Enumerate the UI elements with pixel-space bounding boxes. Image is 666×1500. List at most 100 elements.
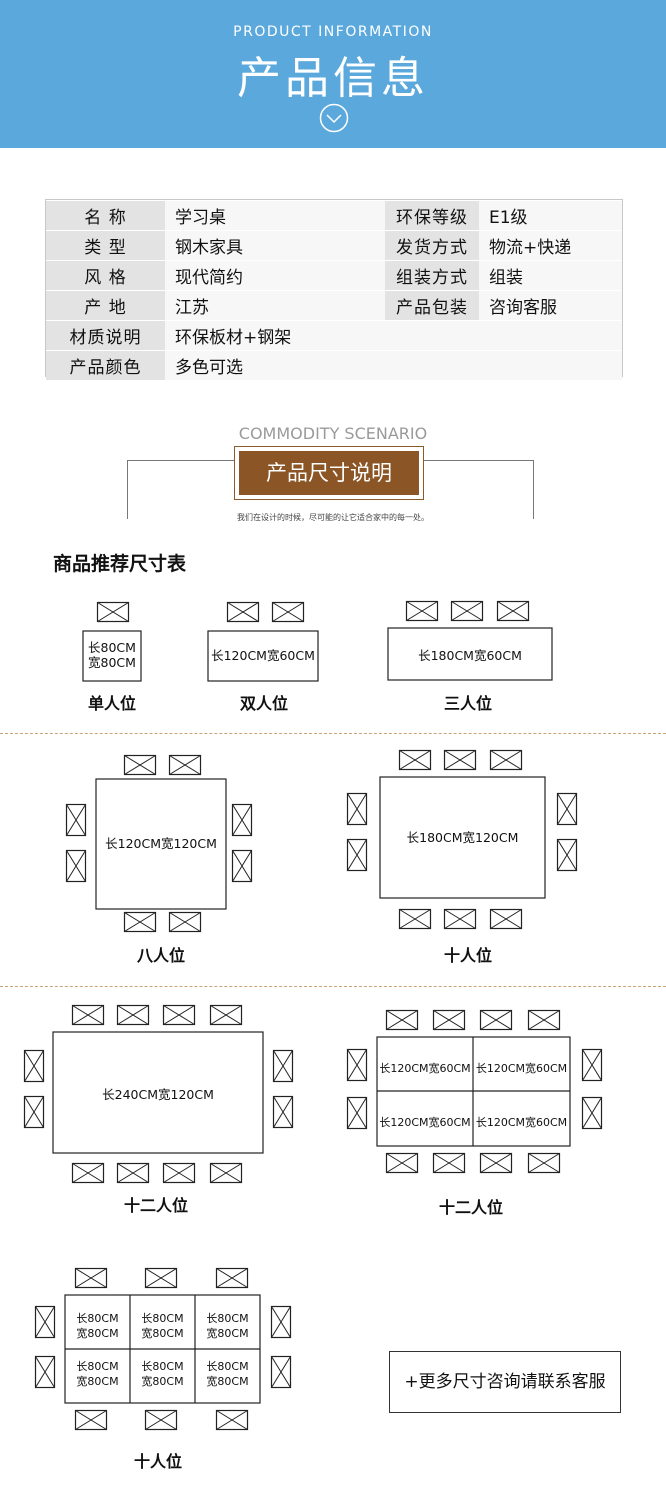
layout-caption: 十人位 [133,1452,182,1471]
chair-box-icon [215,1267,249,1289]
chair-box-icon [346,1096,368,1130]
chair-box-icon [398,749,432,771]
layout-caption: 十二人位 [123,1196,188,1215]
table-outline [95,778,227,910]
size-chart-title: 商品推荐尺寸表 [53,553,187,575]
chair-box-icon [123,754,157,776]
chair-box-icon [34,1305,56,1339]
chair-box-icon [479,1009,513,1031]
scenario-subtitle: 我们在设计的时候，尽可能的让它适合家中的每一处。 [215,512,451,523]
info-value: 环保板材+钢架 [165,320,622,351]
info-label: 风 格 [46,260,165,291]
scenario-cn-title: 产品尺寸说明 [239,451,419,495]
table-row: 产品颜色 多色可选 [46,350,622,380]
chair-box-icon [489,749,523,771]
chair-box-icon [71,1162,105,1184]
banner-cn-title: 产品信息 [237,53,429,104]
chair-box-icon [74,1409,108,1431]
info-label: 发货方式 [385,230,479,261]
table-size-label: 长180CM宽120CM [406,830,519,845]
chair-box-icon [23,1049,45,1083]
chair-box-icon [144,1267,178,1289]
info-label: 产 地 [46,290,165,321]
chair-box-icon [226,601,260,623]
table-row: 材质说明 环保板材+钢架 [46,320,622,351]
info-value: 物流+快递 [479,230,622,261]
chair-box-icon [556,838,578,872]
chair-box-icon [489,908,523,930]
table-size-label: 长180CM宽60CM [418,648,522,663]
chair-box-icon [527,1009,561,1031]
banner-en-title: PRODUCT INFORMATION [233,24,433,40]
table-row: 风 格 现代简约 组装方式 组装 [46,260,622,291]
chair-box-icon [215,1409,249,1431]
chair-box-icon [432,1152,466,1174]
chair-box-icon [385,1152,419,1174]
table-outline [387,627,553,681]
table-size-label: 长120CM宽120CM [105,836,217,851]
section-divider [0,733,666,734]
chair-box-icon [270,1305,292,1339]
table-size-label: 长120CM宽60CM [475,1116,568,1129]
chair-box-icon [432,1009,466,1031]
info-value: E1级 [479,200,622,231]
info-value: 多色可选 [165,350,622,380]
chair-box-icon [168,911,202,933]
section-divider [0,986,666,987]
chair-box-icon [231,849,253,883]
info-label: 产品包装 [385,290,479,321]
chair-box-icon [443,749,477,771]
chair-box-icon [116,1162,150,1184]
more-sizes-note: +更多尺寸咨询请联系客服 [389,1351,621,1413]
chair-box-icon [385,1009,419,1031]
info-label: 组装方式 [385,260,479,291]
table-outline [82,630,142,682]
table-row: 产 地 江苏 产品包装 咨询客服 [46,290,622,321]
table-outline [379,776,546,899]
chair-box-icon [479,1152,513,1174]
chair-box-icon [405,600,439,622]
table-size-label: 长120CM宽60CM [379,1116,471,1129]
chair-box-icon [123,911,157,933]
chair-box-icon [231,803,253,837]
info-value: 咨询客服 [479,290,622,321]
table-size-label: 长120CM宽60CM [379,1062,471,1075]
chair-box-icon [65,849,87,883]
scenario-title-box: 产品尺寸说明 [234,446,424,500]
info-label: 名 称 [46,200,165,231]
layout-caption: 单人位 [87,694,136,713]
info-value: 现代简约 [165,260,385,291]
chair-box-icon [23,1095,45,1129]
chair-box-icon [209,1162,243,1184]
chair-box-icon [271,601,305,623]
table-row: 类 型 钢木家具 发货方式 物流+快递 [46,230,622,261]
chair-box-icon [65,803,87,837]
chair-box-icon [209,1004,243,1026]
chair-box-icon [450,600,484,622]
chair-box-icon [556,792,578,826]
chair-box-icon [96,601,130,623]
chair-box-icon [496,600,530,622]
table-size-label: 长120CM宽60CM [211,648,315,663]
info-value: 组装 [479,260,622,291]
layout-caption: 三人位 [443,694,492,713]
chair-box-icon [270,1355,292,1389]
layout-caption: 十人位 [443,946,492,965]
info-value: 学习桌 [165,200,385,231]
chair-box-icon [527,1152,561,1174]
info-label: 产品颜色 [46,350,165,380]
info-label: 类 型 [46,230,165,261]
info-label: 环保等级 [385,200,479,231]
chair-box-icon [168,754,202,776]
info-label: 材质说明 [46,320,165,351]
chair-box-icon [144,1409,178,1431]
chair-box-icon [71,1004,105,1026]
table-size-label: 长120CM宽60CM [475,1062,568,1075]
chair-box-icon [34,1355,56,1389]
